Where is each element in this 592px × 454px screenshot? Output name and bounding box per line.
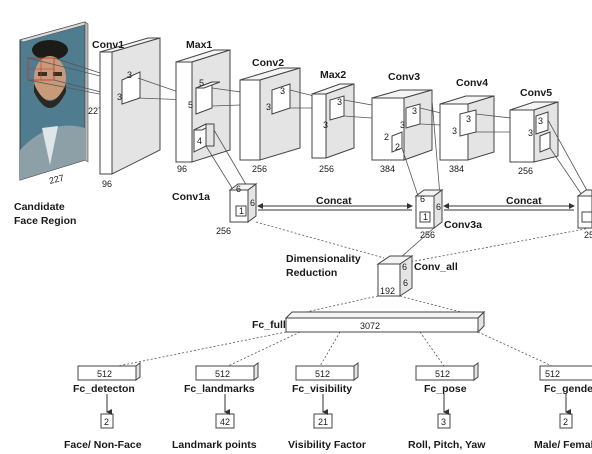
max1-kernel-b: 5 (188, 100, 193, 110)
conv4-depth: 384 (449, 164, 464, 174)
head-pose-caption: Roll, Pitch, Yaw (408, 439, 486, 451)
input-kernel-label: 11 (44, 48, 53, 58)
conv1-label: Conv1 (92, 39, 124, 51)
fc-full-block (286, 312, 484, 332)
conv5-kernel-b: 3 (528, 128, 533, 138)
conv5-label: Conv5 (520, 87, 552, 99)
conv5-kernel: 3 (538, 116, 543, 126)
max1-label: Max1 (186, 39, 212, 51)
concat-label-1: Concat (316, 195, 352, 207)
head-landmarks-caption: Landmark points (172, 439, 257, 451)
conv3a-small: 1 (423, 212, 428, 222)
reduction-caption-line1: Dimensionality (286, 253, 361, 265)
concat-label-2: Concat (506, 195, 542, 207)
layer-conv4 (440, 96, 494, 160)
conv1a-small: 1 (239, 206, 244, 216)
layer-conv5 (510, 102, 558, 162)
conv1a-depth: 256 (216, 226, 231, 236)
conv3-label: Conv3 (388, 71, 420, 83)
conv3-depth: 384 (380, 164, 395, 174)
conv3-extra: 2 (384, 132, 389, 142)
layer-conv2 (240, 68, 300, 160)
head-gender-name: Fc_gender (544, 383, 592, 395)
conv5a-cube (578, 190, 592, 228)
max2-kernel: 3 (337, 97, 342, 107)
conv4-kernel: 3 (466, 114, 471, 124)
head-pose-name: Fc_pose (424, 383, 467, 395)
head-gender-units: 512 (545, 369, 560, 379)
input-caption-line2: Face Region (14, 215, 76, 227)
head-landmarks-out: 42 (220, 417, 230, 427)
conv3-extra-b: 2 (395, 142, 400, 152)
head-detection-out: 2 (104, 417, 109, 427)
max2-depth: 256 (319, 164, 334, 174)
head-detection-caption: Face/ Non-Face (64, 439, 142, 451)
conv3-kernel: 3 (412, 106, 417, 116)
conv1-depth: 96 (102, 179, 112, 189)
head-detection-units: 512 (97, 369, 112, 379)
conv2-kernel-b: 3 (266, 102, 271, 112)
conv3-kernel-b: 3 (400, 120, 405, 130)
head-gender-out: 2 (563, 417, 568, 427)
layer-conv1 (100, 38, 160, 174)
conv4-kernel-b: 3 (452, 126, 457, 136)
face-image (20, 22, 88, 180)
head-pose-out: 3 (441, 417, 446, 427)
conv3a-size: 6 (420, 194, 425, 204)
head-detection-name: Fc_detecton (73, 383, 135, 395)
conv2-label: Conv2 (252, 57, 284, 69)
conv5-depth: 256 (518, 166, 533, 176)
head-connection-lines (118, 332, 552, 366)
conv1a-size-b: 6 (250, 198, 255, 208)
conv1-kernel-b: 3 (117, 92, 122, 102)
head-landmarks-name: Fc_landmarks (184, 383, 255, 395)
conv3a-label: Conv3a (444, 219, 482, 231)
conv2-kernel: 3 (280, 86, 285, 96)
head-visibility-units: 512 (315, 369, 330, 379)
head-visibility-caption: Visibility Factor (288, 439, 366, 451)
head-visibility-name: Fc_visibility (292, 383, 352, 395)
conv-all-label: Conv_all (414, 261, 458, 273)
conv-all-size: 6 (402, 262, 407, 272)
conv1a-label: Conv1a (172, 191, 210, 203)
conv2-depth: 256 (252, 164, 267, 174)
head-gender-caption: Male/ Female (534, 439, 592, 451)
conv1a-kernel: 4 (197, 136, 202, 146)
layer-max2 (312, 84, 354, 158)
max1-depth: 96 (177, 164, 187, 174)
reduction-caption-line2: Reduction (286, 267, 337, 279)
conv1-kernel: 3 (127, 70, 132, 80)
max2-label: Max2 (320, 69, 346, 81)
input-caption-line1: Candidate (14, 201, 65, 213)
head-pose-units: 512 (435, 369, 450, 379)
fc-full-value: 3072 (360, 321, 380, 331)
max2-kernel-b: 3 (323, 120, 328, 130)
conv-all-depth: 192 (380, 286, 395, 296)
fc-full-label: Fc_full (252, 319, 286, 331)
input-height-label: 227 (48, 173, 65, 186)
conv4-label: Conv4 (456, 77, 488, 89)
head-landmarks-units: 512 (215, 369, 230, 379)
conv5a-depth: 256 (584, 230, 592, 240)
head-visibility-out: 21 (318, 417, 328, 427)
conv3a-size-b: 6 (436, 202, 441, 212)
max1-kernel: 5 (199, 78, 204, 88)
conv-all-size-b: 6 (403, 278, 408, 288)
conv1a-size: 6 (236, 184, 241, 194)
